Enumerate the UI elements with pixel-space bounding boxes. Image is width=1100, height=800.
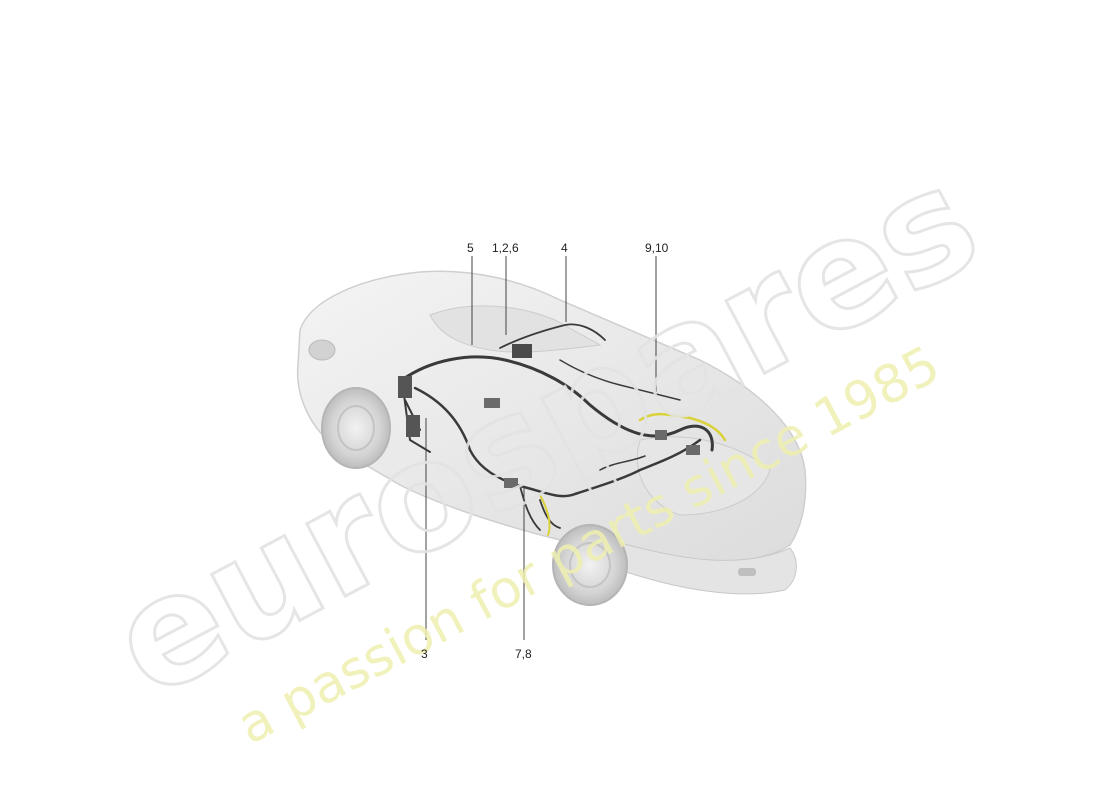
callout-5: 5 bbox=[467, 241, 474, 255]
callout-7-8: 7,8 bbox=[515, 647, 532, 661]
harness-connector bbox=[655, 430, 667, 440]
harness-connector bbox=[686, 445, 700, 455]
watermark: eurospares a passion for parts since 198… bbox=[84, 131, 1006, 756]
harness-connector bbox=[406, 415, 420, 437]
callout-9-10: 9,10 bbox=[645, 241, 669, 255]
callout-1-2-6: 1,2,6 bbox=[492, 241, 519, 255]
wheel-front-left bbox=[321, 387, 391, 469]
leader-lines bbox=[425, 256, 657, 640]
callout-4: 4 bbox=[561, 241, 568, 255]
harness-connector bbox=[504, 478, 518, 488]
wiring-harness bbox=[398, 323, 727, 536]
wheel-rear-left bbox=[552, 524, 628, 606]
harness-connector bbox=[484, 398, 500, 408]
watermark-brand: eurospares bbox=[85, 133, 1004, 732]
callout-3: 3 bbox=[421, 647, 428, 661]
harness-connector bbox=[512, 344, 532, 358]
harness-connector bbox=[398, 376, 412, 398]
